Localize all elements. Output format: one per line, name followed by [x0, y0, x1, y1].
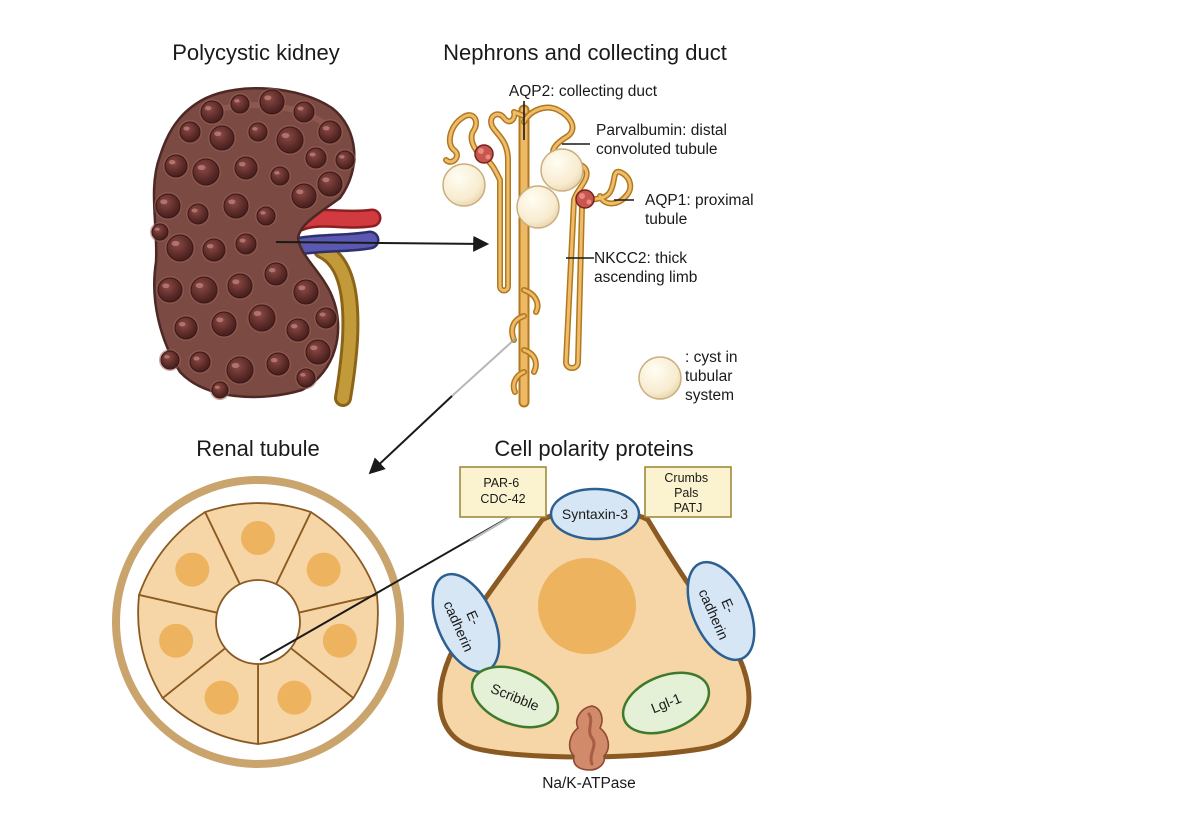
kidney-cyst [234, 232, 258, 256]
scribble-protein: Scribble [470, 665, 560, 729]
tubule-title: Renal tubule [196, 436, 320, 461]
kidney-cyst [178, 120, 202, 144]
kidney-cyst [186, 202, 210, 226]
kidney-cyst [314, 306, 338, 330]
kidney-cyst [156, 276, 184, 304]
lgl-1-protein: Lgl-1 [621, 671, 711, 735]
kidney-cyst [201, 237, 227, 263]
aqp1-label: AQP1: proximal tubule [645, 192, 758, 228]
svg-text:Syntaxin-3: Syntaxin-3 [562, 506, 628, 522]
kidney-cyst [226, 272, 254, 300]
nephron-illustration [443, 104, 634, 408]
kidney-cyst [210, 380, 230, 400]
cell-nucleus [306, 552, 341, 587]
kidney-cyst [229, 93, 251, 115]
kidney-cyst [247, 303, 277, 333]
duct-to-tubule-fade-line [451, 337, 517, 397]
e-cadherin-right: E- cadherin [686, 560, 756, 662]
cell-nucleus [175, 552, 210, 587]
legend-cyst-icon [638, 356, 682, 400]
kidney-cyst [292, 278, 320, 306]
kidney-cyst [150, 222, 170, 242]
kidney-title: Polycystic kidney [172, 40, 340, 65]
cell-nucleus [159, 623, 194, 658]
svg-text:Crumbs Pals PATJ: Crumbs Pals PATJ [664, 471, 711, 515]
kidney-cyst [258, 88, 286, 116]
cell-nucleus [538, 558, 636, 654]
renal-tubule-cross-section [112, 476, 404, 768]
tubule-epithelial-cell [138, 511, 241, 614]
cell-nucleus [277, 680, 312, 715]
kidney-cyst [334, 149, 356, 171]
kidney-cyst [154, 192, 182, 220]
nephron-cyst-1 [442, 163, 486, 207]
kidney-cyst [304, 338, 332, 366]
parvalbumin-label: Parvalbumin: distal convoluted tubule [596, 122, 731, 158]
glomerulus-left [474, 144, 494, 164]
atpase-label: Na/K-ATPase [542, 775, 636, 792]
kidney-cyst [265, 351, 291, 377]
e-cadherin-left: E- cadherin [431, 572, 501, 674]
kidney-cyst [316, 170, 344, 198]
cell-nucleus [322, 623, 357, 658]
crumbs-pals-patj-box: Crumbs Pals PATJ [644, 466, 732, 518]
glomerulus-right [575, 189, 595, 209]
duct-to-tubule-arrow [368, 395, 453, 475]
kidney-cysts [150, 88, 356, 400]
kidney-cyst [285, 317, 311, 343]
kidney-cyst [165, 233, 195, 263]
kidney-cyst [225, 355, 255, 385]
kidney-cyst [263, 261, 289, 287]
aqp2-label: AQP2: collecting duct [509, 83, 658, 100]
tubule-lumen [215, 579, 301, 665]
collecting-duct [509, 104, 541, 408]
kidney-cyst [188, 350, 212, 374]
svg-text:PAR-6 CDC-42: PAR-6 CDC-42 [480, 476, 525, 506]
kidney-cyst [317, 119, 343, 145]
tubule-cells [137, 502, 379, 745]
kidney-cyst [304, 146, 328, 170]
syntaxin-3-protein: Syntaxin-3 [549, 487, 641, 541]
cell-nucleus [241, 521, 275, 555]
kidney-cyst [233, 155, 259, 181]
polycystic-kidney-illustration [150, 87, 382, 407]
cyst-legend: : cyst in tubular system [638, 349, 742, 404]
nephron-right [521, 104, 634, 371]
kidney-cyst [173, 315, 199, 341]
kidney-cyst [189, 275, 219, 305]
kidney-cyst [292, 100, 316, 124]
kidney-cyst [208, 124, 236, 152]
kidney-cyst [269, 165, 291, 187]
kidney-cyst [222, 192, 250, 220]
nkcc2-label: NKCC2: thick ascending limb [594, 250, 697, 286]
polarity-title: Cell polarity proteins [494, 436, 693, 461]
nephron-left [443, 109, 527, 294]
kidney-cyst [163, 153, 189, 179]
kidney-cyst [191, 157, 221, 187]
kidney-cyst [210, 310, 238, 338]
nephron-title: Nephrons and collecting duct [443, 40, 727, 65]
legend-cyst-label: : cyst in tubular system [685, 349, 742, 404]
par6-cdc42-box: PAR-6 CDC-42 [459, 466, 547, 518]
kidney-cyst [247, 121, 269, 143]
kidney-cyst [290, 182, 318, 210]
kidney-cyst [199, 99, 225, 125]
kidney-cyst [295, 367, 317, 389]
kidney-cyst [159, 349, 181, 371]
kidney-cyst [255, 205, 277, 227]
cell-nucleus [204, 680, 239, 715]
kidney-cyst [275, 125, 305, 155]
kidney-to-nephron-arrow [275, 235, 490, 252]
nephron-cyst-2 [516, 185, 560, 229]
nephron-cyst-3 [540, 148, 584, 192]
na-k-atpase-channel [568, 705, 610, 771]
